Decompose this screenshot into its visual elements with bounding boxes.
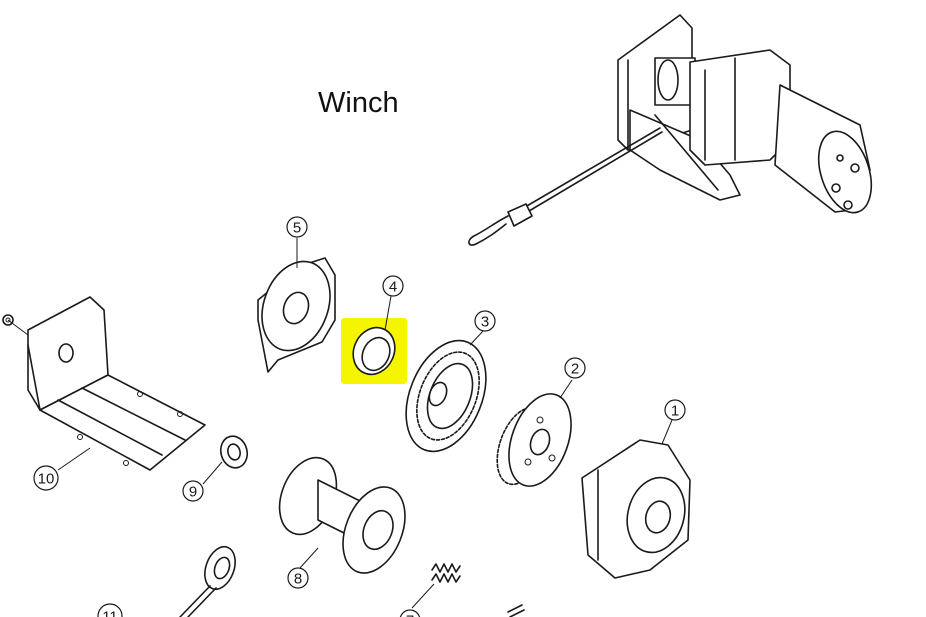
callout-10: 10 <box>33 465 59 491</box>
part-10-bracket <box>2 296 206 471</box>
callout-label: 3 <box>481 314 489 331</box>
bolt-fragment <box>507 604 525 617</box>
assembled-winch <box>468 14 873 246</box>
callout-7: 7 <box>399 609 421 617</box>
part-8-drum <box>278 456 406 574</box>
callout-5: 5 <box>286 216 308 238</box>
part-2-planet-carrier <box>496 379 573 487</box>
diagram-title: Winch <box>318 87 399 119</box>
callout-3: 3 <box>474 310 496 332</box>
callout-9: 9 <box>182 480 204 502</box>
leader-line-10 <box>57 447 91 471</box>
callout-label: 9 <box>189 484 197 501</box>
callout-label: 8 <box>294 571 302 588</box>
part-3-ring-gear <box>405 329 487 453</box>
part-1-gearbox-housing <box>581 419 691 579</box>
callout-label: 2 <box>571 361 579 378</box>
callout-8: 8 <box>287 567 309 589</box>
callout-label: 5 <box>293 220 301 237</box>
callout-4: 4 <box>382 275 404 297</box>
callout-label: 1 <box>671 403 679 420</box>
part-7-spring <box>411 563 461 609</box>
part-9-washer <box>202 435 249 485</box>
callout-label: 11 <box>102 609 118 617</box>
callout-11: 11 <box>97 603 123 617</box>
callout-label: 4 <box>389 279 397 296</box>
callout-1: 1 <box>664 399 686 421</box>
callout-label: 10 <box>38 471 55 488</box>
part-11-cable-end <box>179 545 236 617</box>
callout-2: 2 <box>564 357 586 379</box>
part-4-bushing <box>341 295 407 384</box>
callout-label: 7 <box>406 613 414 617</box>
part-5-end-plate <box>257 238 336 373</box>
